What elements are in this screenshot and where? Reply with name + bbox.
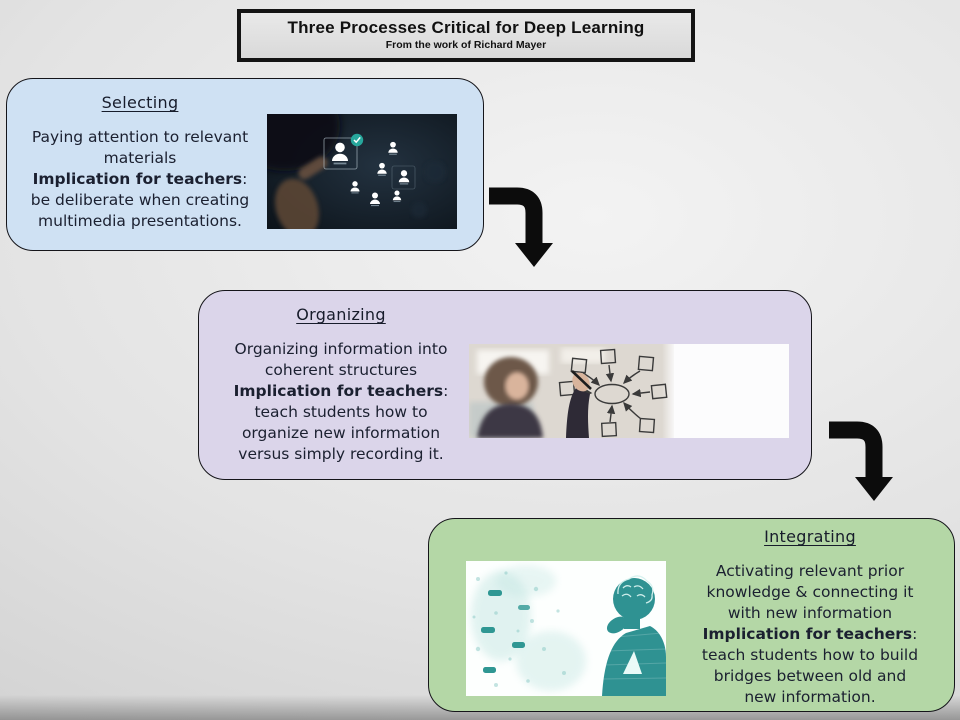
card-body-line: materials [103, 149, 177, 167]
card-selecting-heading: Selecting [101, 93, 179, 112]
card-body-line: be deliberate when creating [30, 191, 250, 209]
card-body-line: organize new information [241, 424, 441, 442]
card-body-line: Paying attention to relevant [31, 128, 249, 146]
card-body-line: Activating relevant prior [715, 562, 905, 580]
card-organizing-body: Organizing information into coherent stru… [215, 339, 467, 465]
card-body-line: with new information [727, 604, 893, 622]
thinker-illustration [466, 561, 667, 696]
card-selecting: Selecting Paying attention to relevant ma… [6, 78, 484, 251]
card-integrating-body: Activating relevant prior knowledge & con… [674, 561, 946, 708]
slide-subtitle: From the work of Richard Mayer [385, 39, 547, 51]
slide-title: Three Processes Critical for Deep Learni… [287, 18, 645, 37]
card-integrating-heading: Integrating [764, 527, 856, 546]
flowchart-illustration [469, 344, 789, 438]
card-body-line: Organizing information into [234, 340, 448, 358]
card-body-line: teach students how to [254, 403, 428, 421]
card-selecting-text: Selecting Paying attention to relevant ma… [19, 93, 261, 232]
card-body-line: new information. [744, 688, 876, 706]
thinking-silhouette-brain-photo [466, 561, 667, 696]
card-body-line: knowledge & connecting it [706, 583, 914, 601]
title-box: Three Processes Critical for Deep Learni… [237, 9, 695, 62]
card-body-line: multimedia presentations. [38, 212, 242, 230]
card-integrating: Integrating Activating relevant prior kno… [428, 518, 955, 712]
card-organizing: Organizing Organizing information into co… [198, 290, 812, 480]
hand-selecting-person-icons-photo [230, 81, 457, 238]
card-body-line: Implication for teachers: [233, 382, 449, 400]
card-integrating-text: Integrating Activating relevant prior kno… [674, 527, 946, 708]
card-body-line: coherent structures [264, 361, 418, 379]
woman-drawing-flowchart-photo [469, 344, 789, 438]
card-body-line: teach students how to build [701, 646, 919, 664]
card-body-line: versus simply recording it. [238, 445, 444, 463]
card-organizing-text: Organizing Organizing information into co… [215, 305, 467, 465]
card-body-line: Implication for teachers: [32, 170, 248, 188]
flow-arrow-organizing-to-integrating [829, 421, 899, 505]
card-body-line: Implication for teachers: [702, 625, 918, 643]
card-body-line: bridges between old and [713, 667, 907, 685]
flow-arrow-selecting-to-organizing [489, 187, 559, 271]
card-organizing-heading: Organizing [296, 305, 386, 324]
people-network-illustration [230, 81, 457, 238]
